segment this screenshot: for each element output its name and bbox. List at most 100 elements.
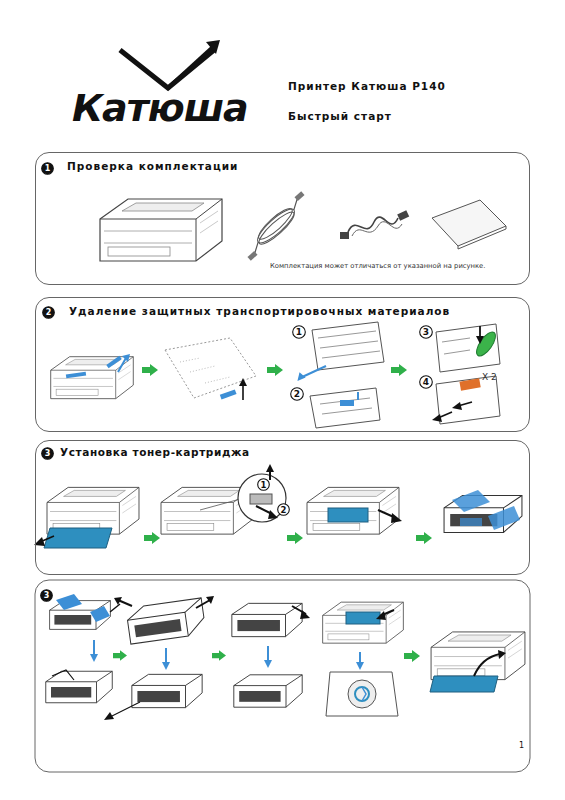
cartridge-package — [488, 506, 520, 530]
logo-text: Катюша — [72, 86, 248, 130]
printer-insert-cartridge — [362, 687, 366, 701]
callout-circle — [291, 388, 304, 401]
packing-sheet — [242, 384, 244, 400]
printer-insert-cartridge — [356, 662, 364, 670]
rear-cover-drawing — [310, 388, 380, 428]
printer-open-front — [44, 528, 112, 548]
manual-drawing — [458, 226, 506, 249]
section-number-text: 2 — [42, 306, 55, 319]
callout-circle — [293, 326, 306, 339]
cartridge-package — [444, 490, 522, 532]
manual-drawing — [432, 200, 506, 246]
rear-cover-drawing — [357, 392, 359, 400]
cartridge-shake — [104, 596, 214, 720]
manual-drawing — [432, 200, 506, 249]
printer-open-front — [34, 487, 139, 548]
cartridge-unpack — [90, 606, 110, 622]
callout-number-text: 2 — [290, 387, 304, 401]
section-number: 2 — [42, 306, 55, 319]
rear-cover-drawing — [294, 322, 384, 428]
printer-insert-cartridge — [326, 672, 398, 716]
cartridge-unpack — [52, 670, 74, 680]
cartridge-insert-steps — [232, 603, 310, 707]
callout-circle — [420, 376, 433, 389]
section-number: 3 — [41, 447, 54, 460]
cartridge-package — [460, 518, 482, 526]
logo-mark — [206, 40, 220, 54]
cartridge-shake — [104, 712, 114, 720]
printer-open-front — [47, 487, 139, 534]
rear-cover-drawing — [318, 331, 380, 358]
cartridge-unpack — [90, 654, 98, 662]
callout-circle — [278, 504, 290, 516]
printer-with-tape — [122, 354, 130, 362]
usb-cable-drawing — [255, 208, 297, 248]
step-arrow — [144, 532, 160, 544]
printer-release-detail — [200, 498, 244, 510]
cartridge-unpack — [50, 601, 111, 630]
cartridge-unpack — [46, 671, 113, 703]
printer-insert-cartridge — [355, 687, 369, 701]
step-arrow — [113, 650, 127, 661]
callout-number: 4 — [419, 375, 433, 389]
logo-mark — [120, 40, 220, 88]
printer-with-tape — [51, 357, 134, 399]
cartridge-insert-steps — [267, 646, 269, 662]
cartridge-shake — [132, 674, 202, 707]
printer-cartridge-out — [328, 508, 368, 522]
section-band — [35, 580, 530, 772]
usb-cable-drawing — [295, 191, 305, 201]
cartridge-insert-steps — [232, 603, 302, 636]
section-number: 1 — [41, 162, 54, 175]
cartridge-shake — [112, 702, 140, 716]
printer-insert-cartridge — [323, 602, 404, 716]
step-arrow — [391, 364, 407, 376]
cartridge-shake — [162, 662, 170, 670]
usb-cable-drawing — [253, 205, 298, 248]
callout-number-text: 4 — [419, 375, 433, 389]
callout-number: 2 — [277, 503, 290, 516]
cartridge-shake — [126, 598, 206, 644]
number-disc — [41, 590, 53, 602]
section-heading: Удаление защитных транспортировочных мат… — [69, 305, 450, 317]
printer-drawing — [100, 199, 222, 261]
step-arrow — [404, 650, 420, 662]
printer-insert-cartridge — [348, 680, 376, 708]
printer-insert-cartridge — [346, 612, 380, 624]
usb-cable-drawing — [247, 251, 257, 261]
packing-sheet — [239, 378, 247, 386]
section-number-text: 3 — [41, 447, 54, 460]
page-title: Принтер Катюша P140 — [288, 80, 446, 92]
callout-circle — [258, 479, 270, 491]
section-band: Проверка комплектацииКомплектация может … — [35, 152, 530, 285]
number-disc — [42, 448, 54, 460]
rear-cover-drawing — [294, 372, 305, 383]
section-band: Установка тонер-картриджа312 — [35, 440, 530, 575]
number-disc — [43, 307, 55, 319]
step-arrow — [287, 532, 303, 544]
printer-release-detail — [238, 474, 286, 522]
lever-drawing — [436, 376, 500, 424]
callout-number: 2 — [290, 387, 304, 401]
printer-release-detail — [266, 464, 274, 472]
cartridge-shake — [114, 597, 122, 605]
printer-release-detail — [268, 510, 278, 519]
printer-cartridge-out — [307, 487, 402, 534]
power-cord-drawing — [397, 210, 409, 221]
lever-drawing — [432, 414, 442, 422]
section-number-text: 3 — [40, 589, 53, 602]
callout-number: 1 — [257, 478, 270, 491]
callout-number: 3 — [419, 325, 433, 339]
cartridge-insert-steps — [300, 610, 310, 619]
printer-release-detail — [250, 494, 272, 504]
lever-drawing — [436, 324, 500, 372]
logo-mark — [120, 50, 214, 88]
printer-release-detail — [161, 464, 286, 534]
printer-close-front — [430, 676, 498, 692]
section-number-text: 1 — [41, 162, 54, 175]
cartridge-insert-steps — [234, 675, 302, 707]
rear-cover-drawing — [340, 400, 354, 406]
step-arrow — [416, 532, 432, 544]
page-number: 1 — [519, 741, 524, 750]
logo-mark — [168, 46, 214, 88]
